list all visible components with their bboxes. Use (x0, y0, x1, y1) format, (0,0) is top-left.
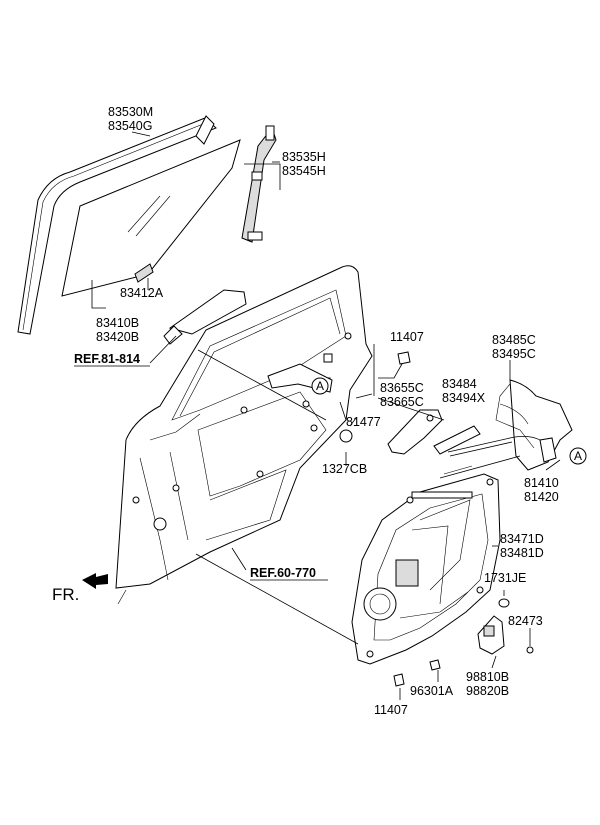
door-glass (61, 139, 241, 297)
label-83412a: 83412A (120, 286, 164, 300)
clip-1327cb (339, 429, 353, 443)
front-arrow-icon (82, 573, 108, 589)
glass-run-channel (17, 115, 217, 335)
bolt-11407-lower (393, 673, 405, 687)
screw-96301a (429, 659, 441, 671)
motor-unit (477, 615, 505, 655)
label-83655c: 83655C (380, 381, 424, 395)
label-96301a: 96301A (410, 684, 454, 698)
bolt-82473 (526, 646, 534, 654)
label-83471d: 83471D (500, 532, 544, 546)
label-82473: 82473 (508, 614, 543, 628)
label-98820b: 98820B (466, 684, 509, 698)
svg-text:A: A (574, 449, 582, 463)
callout-a-latch: A (569, 447, 587, 465)
fr-label: FR. (52, 585, 79, 604)
callout-a-door: A (311, 377, 329, 395)
label-ref-81-814: REF.81-814 (74, 352, 140, 366)
label-83420b: 83420B (96, 330, 139, 344)
label-83530m: 83530M (108, 105, 153, 119)
label-83540g: 83540G (108, 119, 152, 133)
label-11407-upper: 11407 (390, 330, 424, 344)
handle-rod (433, 425, 541, 479)
bolt-11407-upper (397, 351, 411, 365)
label-83535h: 83535H (282, 150, 326, 164)
front-direction-indicator: FR. (52, 573, 108, 604)
label-81410: 81410 (524, 476, 559, 490)
label-11407-lower: 11407 (374, 703, 408, 717)
label-83481d: 83481D (500, 546, 544, 560)
guide-channel (241, 125, 277, 243)
door-shell (115, 265, 373, 605)
label-83484: 83484 (442, 377, 477, 391)
label-83494x: 83494X (442, 391, 486, 405)
regulator-panel (351, 473, 501, 665)
grommet-1731je (498, 598, 510, 608)
svg-text:A: A (316, 379, 324, 393)
label-81420: 81420 (524, 490, 559, 504)
label-81477: 81477 (346, 415, 381, 429)
label-ref-60-770: REF.60-770 (250, 566, 316, 580)
label-83665c: 83665C (380, 395, 424, 409)
label-83485c: 83485C (492, 333, 536, 347)
label-1327cb: 1327CB (322, 462, 367, 476)
pin-81477 (355, 393, 373, 399)
label-83495c: 83495C (492, 347, 536, 361)
label-83410b: 83410B (96, 316, 139, 330)
door-latch (495, 379, 573, 471)
label-83545h: 83545H (282, 164, 326, 178)
leader-lines (91, 131, 561, 700)
label-98810b: 98810B (466, 670, 509, 684)
label-1731je: 1731JE (484, 571, 526, 585)
outside-handle (163, 289, 247, 345)
